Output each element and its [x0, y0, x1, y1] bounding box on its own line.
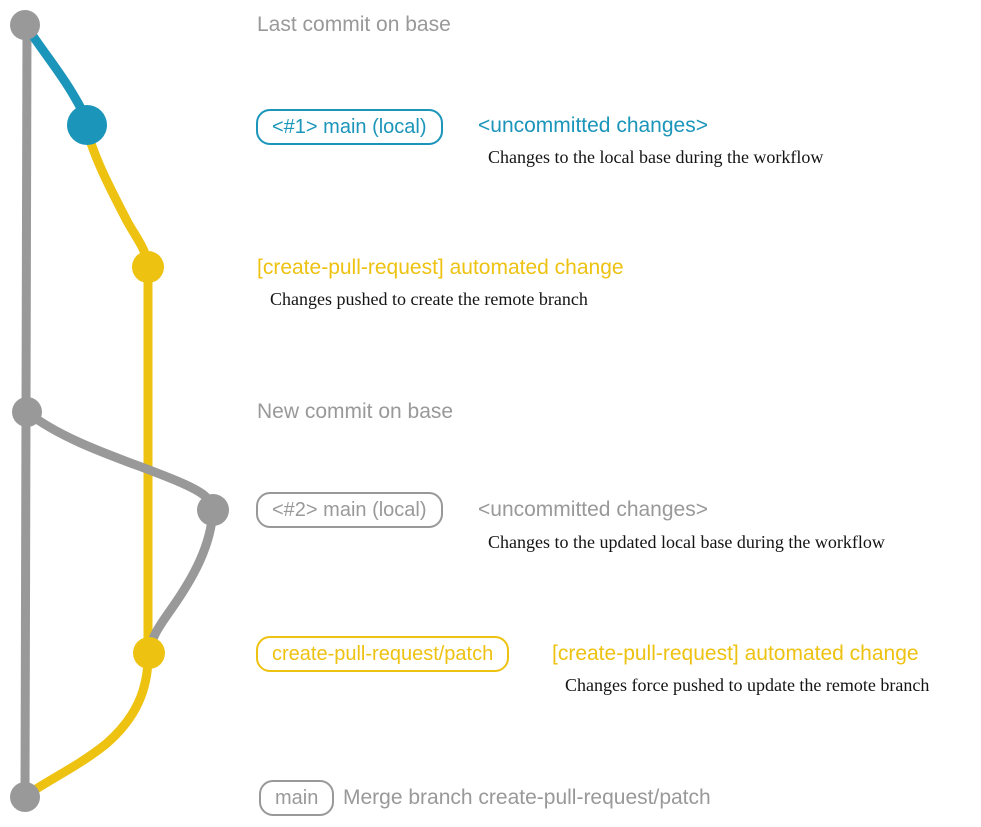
automated-change-1-label: [create-pull-request] automated change	[257, 256, 624, 279]
patch-branch-curve-upper	[82, 125, 153, 657]
commit-node-local-1	[67, 105, 107, 145]
commit-node-merge	[10, 782, 40, 812]
base-update-curve-2	[144, 505, 218, 657]
merge-commit-label: Merge branch create-pull-request/patch	[343, 786, 711, 809]
automated-change-1-desc: Changes pushed to create the remote bran…	[270, 289, 588, 309]
uncommitted-changes-1-desc: Changes to the local base during the wor…	[488, 147, 824, 167]
commit-node-last-base	[10, 10, 40, 40]
patch-branch-merge-curve	[21, 647, 153, 801]
commit-node-local-2	[197, 494, 229, 526]
badge-patch-branch: create-pull-request/patch	[256, 636, 510, 672]
new-commit-label: New commit on base	[257, 400, 454, 423]
uncommitted-changes-1-label: <uncommitted changes>	[478, 114, 708, 137]
automated-change-2-desc: Changes force pushed to update the remot…	[565, 675, 930, 695]
last-commit-label: Last commit on base	[257, 13, 451, 36]
uncommitted-changes-2-label: <uncommitted changes>	[478, 498, 708, 521]
local-main-branch-curve	[22, 22, 92, 126]
automated-change-2-label: [create-pull-request] automated change	[552, 642, 919, 665]
commit-node-patch-2	[133, 637, 165, 669]
uncommitted-changes-2-desc: Changes to the updated local base during…	[488, 532, 885, 552]
base-update-curve-1	[22, 407, 218, 515]
badge-main-local-2: <#2> main (local)	[256, 492, 443, 528]
commit-node-patch-1	[132, 251, 164, 283]
badge-main: main	[259, 780, 335, 816]
badge-main-local-1: <#1> main (local)	[256, 109, 443, 145]
commit-node-new-base	[12, 397, 42, 427]
